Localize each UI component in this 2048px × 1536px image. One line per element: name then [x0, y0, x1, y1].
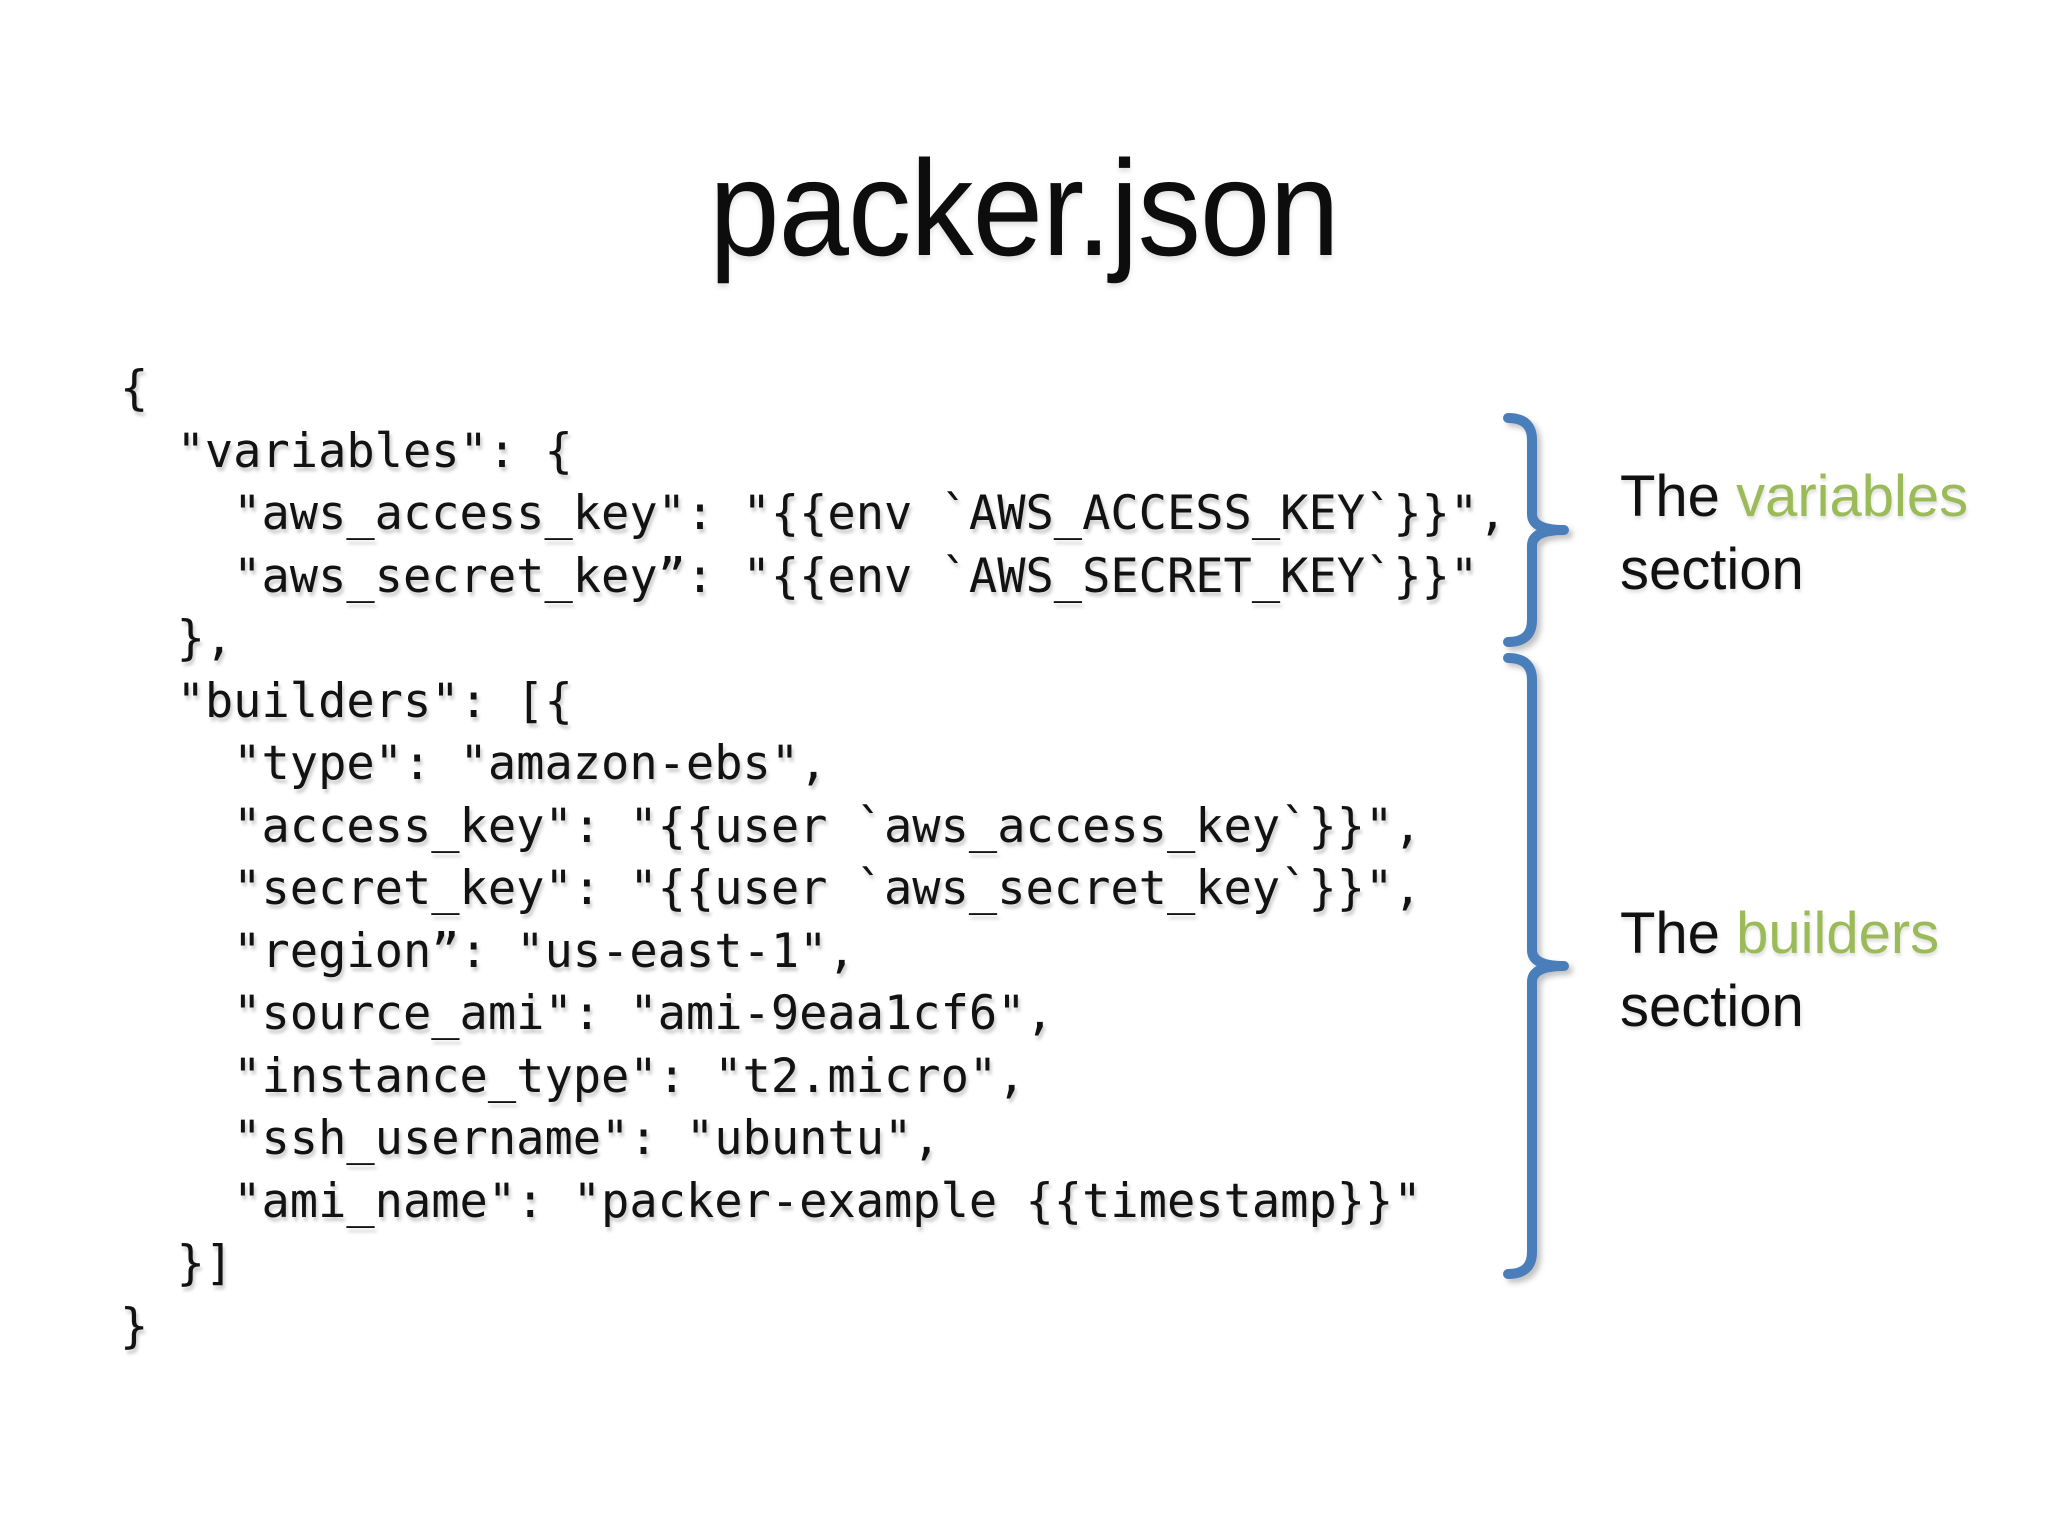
- code-line: "region”: "us-east-1",: [120, 923, 856, 979]
- code-line: },: [120, 611, 234, 666]
- code-block: { "variables": { "aws_access_key": "{{en…: [120, 358, 1507, 1358]
- code-line: "aws_access_key": "{{env `AWS_ACCESS_KEY…: [120, 486, 1507, 541]
- variables-section-brace-icon: [1503, 413, 1569, 647]
- builders-annotation: The builders section: [1620, 897, 1939, 1043]
- annotation-suffix: section: [1620, 974, 1804, 1039]
- code-line: "aws_secret_key”: "{{env `AWS_SECRET_KEY…: [120, 548, 1479, 604]
- code-line: }: [120, 1298, 149, 1354]
- code-line: }]: [120, 1236, 234, 1291]
- code-line: "access_key": "{{user `aws_access_key`}}…: [120, 798, 1422, 854]
- annotation-prefix: The: [1620, 464, 1737, 529]
- annotation-line: The builders: [1620, 897, 1939, 970]
- annotation-line: The variables: [1620, 460, 1968, 533]
- builders-section-brace-icon: [1503, 653, 1569, 1279]
- code-line: "type": "amazon-ebs",: [120, 736, 828, 791]
- code-line: "ssh_username": "ubuntu",: [120, 1111, 941, 1166]
- code-line: "secret_key": "{{user `aws_secret_key`}}…: [120, 861, 1422, 916]
- code-line: "instance_type": "t2.micro",: [120, 1048, 1026, 1104]
- annotation-keyword: builders: [1736, 901, 1940, 966]
- code-line: "ami_name": "packer-example {{timestamp}…: [120, 1173, 1422, 1229]
- variables-annotation: The variables section: [1620, 460, 1968, 606]
- code-line: {: [120, 361, 149, 416]
- annotation-prefix: The: [1620, 901, 1737, 966]
- slide-title: packer.json: [709, 132, 1340, 284]
- annotation-suffix: section: [1620, 537, 1804, 602]
- code-line: "source_ami": "ami-9eaa1cf6",: [120, 986, 1054, 1041]
- code-line: "variables": {: [120, 423, 573, 479]
- annotation-keyword: variables: [1736, 464, 1969, 529]
- code-line: "builders": [{: [120, 673, 573, 729]
